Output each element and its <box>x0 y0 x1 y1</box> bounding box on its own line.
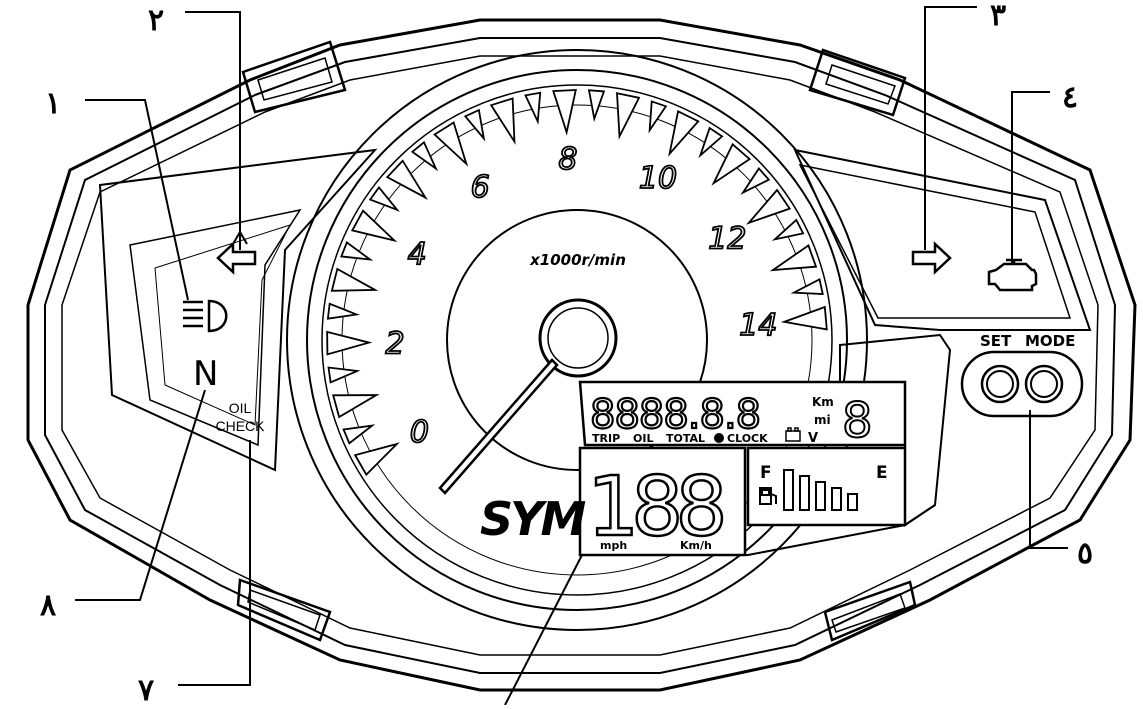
tachometer-number-10: 10 <box>639 161 677 196</box>
check-engine-icon <box>987 258 1038 292</box>
callout-8: ٨ <box>40 588 57 623</box>
battery-icon <box>785 427 801 442</box>
tachometer-number-6: 6 <box>471 170 490 205</box>
tachometer-tick <box>711 142 752 186</box>
callout-7: ٧ <box>138 673 155 705</box>
lcd-mode-clock: CLOCK <box>727 432 768 445</box>
callout-5: ٥ <box>1077 536 1093 571</box>
tachometer-number-2: 2 <box>385 326 404 361</box>
tachometer-tick <box>463 108 486 142</box>
tachometer-tick <box>489 97 516 145</box>
tachometer-tick <box>353 442 400 477</box>
set-button-label: SET <box>980 332 1012 350</box>
lcd-mode-trip: TRIP <box>592 432 620 445</box>
callout-3: ٣ <box>990 0 1006 33</box>
right-indicator-panel <box>793 148 1092 331</box>
tachometer-tick <box>350 209 398 243</box>
set-button[interactable] <box>980 364 1020 404</box>
tachometer-tick <box>740 166 771 195</box>
needle-hub <box>538 298 618 378</box>
tachometer-tick <box>410 140 439 172</box>
lcd-unit-mi: mi <box>814 413 831 427</box>
tachometer-tick <box>332 394 380 419</box>
tachometer-tick <box>340 241 374 261</box>
lcd-speed-digits: 188 <box>587 460 722 555</box>
tachometer-tick <box>327 366 361 384</box>
mode-button-label: MODE <box>1025 332 1075 350</box>
callout-4: ٤ <box>1062 80 1078 115</box>
tachometer-tick <box>616 92 641 140</box>
lcd-mode-total: TOTAL <box>666 432 705 445</box>
tachometer-tick <box>330 267 379 292</box>
right-turn-signal-icon <box>911 241 952 275</box>
tachometer-number-4: 4 <box>408 237 427 272</box>
tachometer-tick <box>698 126 724 159</box>
lcd-odometer-digits: 8888.8.8 <box>590 392 760 438</box>
tachometer-number-8: 8 <box>558 142 577 177</box>
tachometer-tick <box>433 121 469 167</box>
mode-button[interactable] <box>1024 364 1064 404</box>
tachometer-number-0: 0 <box>410 415 429 450</box>
lcd-gear-digit: 8 <box>842 393 873 449</box>
fuel-empty-label: E <box>876 463 888 483</box>
button-housing <box>960 350 1084 418</box>
oil-check-line1: OIL <box>229 400 252 416</box>
tachometer-tick <box>771 218 805 241</box>
tachometer-tick <box>790 278 824 295</box>
oil-check-line2: CHECK <box>215 418 265 434</box>
lcd-voltage-unit: V <box>808 431 818 446</box>
lcd-mode-oil: OIL <box>633 432 653 445</box>
tachometer-tick <box>769 244 818 272</box>
clock-icon <box>714 433 724 443</box>
tachometer-tick <box>524 91 542 125</box>
tachometer: 0 2 4 6 8 10 12 14 x1000r/min <box>286 49 868 631</box>
tachometer-tick <box>745 188 792 225</box>
lcd-speed-unit-mph: mph <box>600 539 627 552</box>
tachometer-tick <box>368 185 400 212</box>
fuel-bar <box>815 481 826 511</box>
tachometer-number-12: 12 <box>708 221 746 256</box>
tachometer-tick <box>552 89 577 136</box>
callout-2: ٢ <box>148 3 164 38</box>
tachometer-tick <box>342 424 376 445</box>
tachometer-ticks <box>326 89 828 477</box>
fuel-gauge-bars <box>783 469 858 511</box>
lcd-unit-km: Km <box>812 395 834 409</box>
fuel-full-label: F <box>760 463 772 483</box>
fuel-bar <box>831 487 842 511</box>
tachometer-tick <box>587 89 606 123</box>
tachometer-tick <box>780 305 828 331</box>
neutral-indicator: N <box>193 354 218 394</box>
fuel-bar <box>847 493 858 511</box>
tachometer-needle <box>438 358 559 495</box>
tachometer-number-14: 14 <box>739 308 777 343</box>
tachometer-scale-numbers: 0 2 4 6 8 10 12 14 <box>385 141 779 451</box>
callout-1: ١ <box>45 86 61 121</box>
tachometer-tick <box>326 302 360 320</box>
fuel-pump-icon <box>759 487 777 505</box>
callout-lines <box>75 6 1068 706</box>
tachometer-unit-label: x1000r/min <box>529 251 626 269</box>
tachometer-tick <box>385 159 428 200</box>
headlight-icon <box>183 299 228 333</box>
housing <box>26 18 1137 692</box>
brand-logo: SYM <box>480 492 585 546</box>
left-indicator-panel <box>98 148 378 472</box>
left-turn-signal-icon <box>216 241 257 275</box>
tachometer-tick <box>648 100 668 134</box>
tachometer-tick <box>668 110 700 157</box>
fuel-bar <box>783 469 794 511</box>
lcd-speed-unit-kmh: Km/h <box>680 539 712 552</box>
fuel-bar <box>799 475 810 511</box>
tachometer-tick <box>326 330 373 356</box>
